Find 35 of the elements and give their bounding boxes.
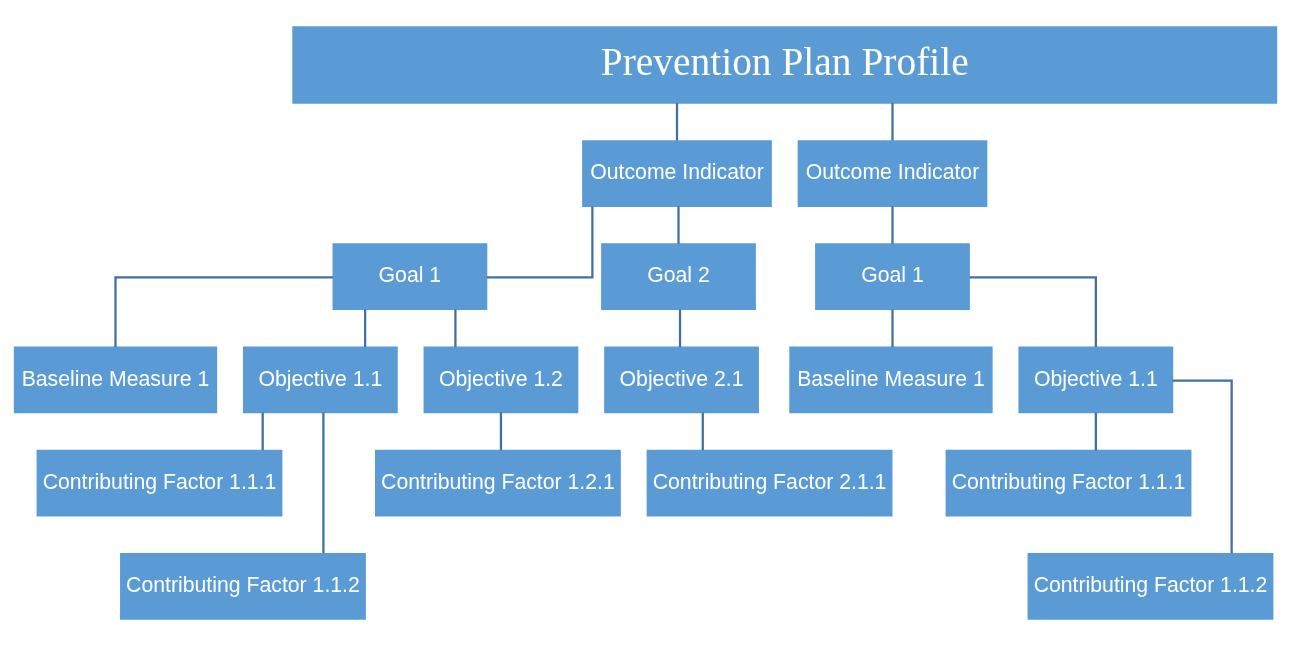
connector (891, 308, 894, 347)
node-box: Objective 1.1 (242, 346, 398, 413)
node-box: Prevention Plan Profile (292, 25, 1278, 104)
node-box: Goal 2 (601, 242, 756, 310)
node-box: Baseline Measure 1 (789, 346, 993, 413)
connector (678, 308, 682, 347)
node-box: Goal 1 (815, 242, 970, 310)
node-box: Contributing Factor 1.1.2 (1027, 552, 1274, 620)
connector (261, 412, 264, 450)
node-box: Baseline Measure 1 (13, 346, 218, 413)
connector (891, 102, 894, 140)
connector (675, 102, 679, 140)
node-box: Contributing Factor 1.1.2 (120, 552, 366, 620)
node-box: Contributing Factor 1.1.1 (945, 449, 1192, 516)
connector (1172, 379, 1233, 553)
connector (677, 205, 680, 244)
node-box: Objective 2.1 (604, 346, 759, 413)
connector (891, 205, 894, 244)
node-box: Objective 1.1 (1018, 346, 1174, 413)
connector (364, 308, 367, 347)
connector (322, 412, 325, 553)
connector (454, 308, 457, 347)
connector (114, 275, 333, 347)
node-box: Objective 1.2 (423, 346, 579, 413)
node-box: Goal 1 (332, 242, 488, 310)
connector (486, 205, 594, 279)
node-box: Contributing Factor 1.1.1 (36, 449, 283, 516)
node-box: Outcome Indicator (582, 139, 772, 207)
node-box: Contributing Factor 1.2.1 (375, 449, 621, 516)
connector (701, 412, 704, 450)
node-box: Contributing Factor 2.1.1 (646, 449, 893, 516)
connector (499, 412, 503, 450)
connector (969, 275, 1097, 347)
node-box: Outcome Indicator (797, 139, 988, 207)
connector (1094, 412, 1097, 450)
